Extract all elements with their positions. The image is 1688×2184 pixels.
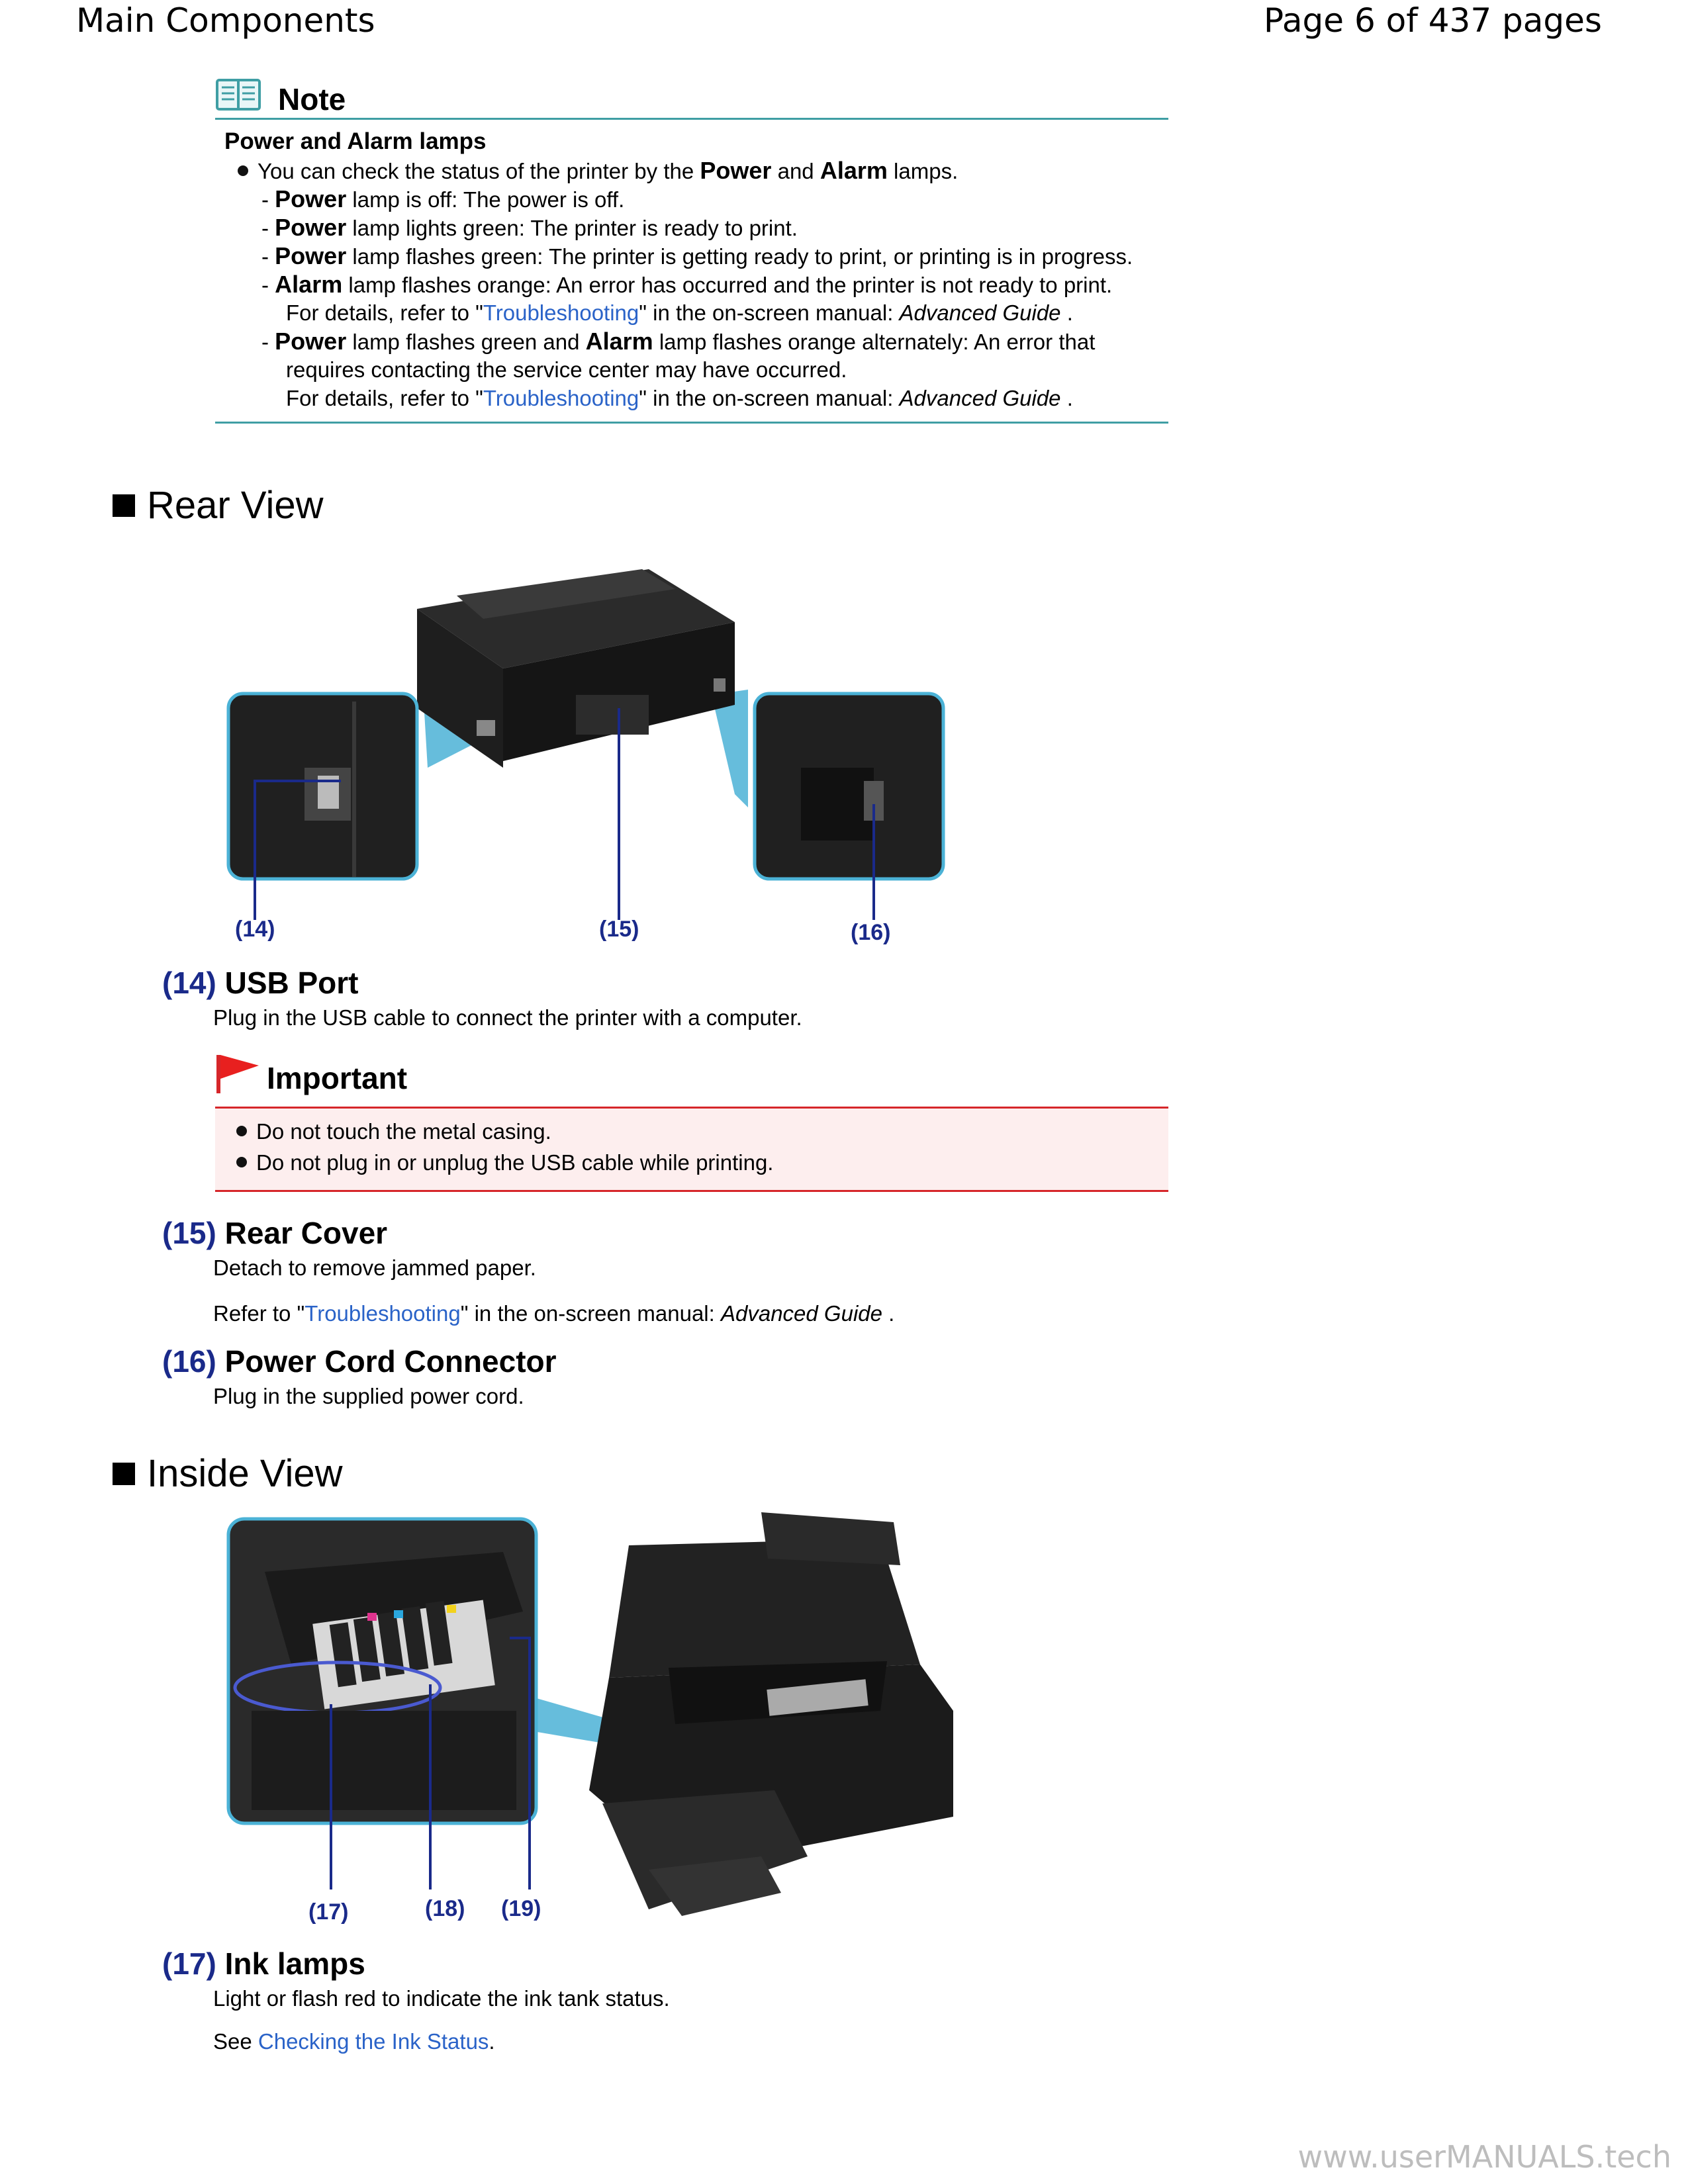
item-title-ink-lamps: (17) Ink lamps xyxy=(162,1946,365,1981)
bullet-icon xyxy=(238,165,248,176)
square-bullet-icon xyxy=(113,494,135,517)
important-bullet-2: Do not plug in or unplug the USB cable w… xyxy=(236,1148,773,1177)
item-desc-ink-lamps: Light or flash red to indicate the ink t… xyxy=(213,1986,670,2011)
callout-14: (14) xyxy=(235,917,275,942)
important-bullet-1: Do not touch the metal casing. xyxy=(236,1117,551,1146)
note-bottom-rule xyxy=(215,422,1168,424)
note-title: Note xyxy=(278,82,346,116)
watermark: www.userMANUALS.tech xyxy=(1297,2139,1671,2175)
item-desc-power-cord-connector: Plug in the supplied power cord. xyxy=(213,1384,524,1408)
important-title: Important xyxy=(267,1061,408,1095)
note-line-2: - Power lamp lights green: The printer i… xyxy=(261,214,798,241)
checking-ink-status-link[interactable]: Checking the Ink Status xyxy=(258,2029,489,2054)
note-detail-2: For details, refer to "Troubleshooting" … xyxy=(286,386,1073,410)
note-detail-1: For details, refer to "Troubleshooting" … xyxy=(286,300,1073,325)
note-intro: You can check the status of the printer … xyxy=(238,156,958,185)
item-title-rear-cover: (15) Rear Cover xyxy=(162,1216,388,1250)
callout-16: (16) xyxy=(851,920,891,945)
section-title-rear-view: Rear View xyxy=(113,483,324,527)
callout-17: (17) xyxy=(308,1899,349,1925)
note-line-4: - Alarm lamp flashes orange: An error ha… xyxy=(261,271,1113,298)
page-header-title: Main Components xyxy=(76,1,375,40)
book-icon xyxy=(216,79,261,111)
important-content xyxy=(215,1107,1168,1192)
ink-status-see: See Checking the Ink Status. xyxy=(213,2029,495,2054)
square-bullet-icon xyxy=(113,1463,135,1485)
bullet-icon xyxy=(236,1126,247,1136)
note-heading: Power and Alarm lamps xyxy=(224,128,487,154)
callout-19: (19) xyxy=(501,1896,541,1921)
rear-view-illustration xyxy=(226,569,945,920)
callout-15: (15) xyxy=(599,917,639,942)
item-title-power-cord-connector: (16) Power Cord Connector xyxy=(162,1344,557,1379)
inside-view-illustration xyxy=(226,1512,953,1916)
troubleshooting-link[interactable]: Troubleshooting xyxy=(483,386,639,410)
page-number: Page 6 of 437 pages xyxy=(1264,1,1602,40)
note-line-1: - Power lamp is off: The power is off. xyxy=(261,185,625,212)
note-line-3: - Power lamp flashes green: The printer … xyxy=(261,242,1133,269)
section-title-inside-view: Inside View xyxy=(113,1451,343,1496)
note-line-5: - Power lamp flashes green and Alarm lam… xyxy=(261,328,1096,355)
note-top-rule xyxy=(215,118,1168,120)
troubleshooting-link[interactable]: Troubleshooting xyxy=(483,300,639,325)
bullet-icon xyxy=(236,1157,247,1167)
item-desc-rear-cover: Detach to remove jammed paper. xyxy=(213,1255,536,1280)
troubleshooting-link[interactable]: Troubleshooting xyxy=(305,1301,461,1326)
callout-18: (18) xyxy=(425,1896,465,1921)
important-box: Important Do not touch the metal casing.… xyxy=(215,1052,1168,1192)
item-title-usb-port: (14) USB Port xyxy=(162,966,359,1000)
red-flag-icon xyxy=(216,1055,259,1093)
note-line-5b: requires contacting the service center m… xyxy=(286,357,847,382)
rear-cover-refer: Refer to "Troubleshooting" in the on-scr… xyxy=(213,1301,895,1326)
item-desc-usb-port: Plug in the USB cable to connect the pri… xyxy=(213,1005,802,1030)
